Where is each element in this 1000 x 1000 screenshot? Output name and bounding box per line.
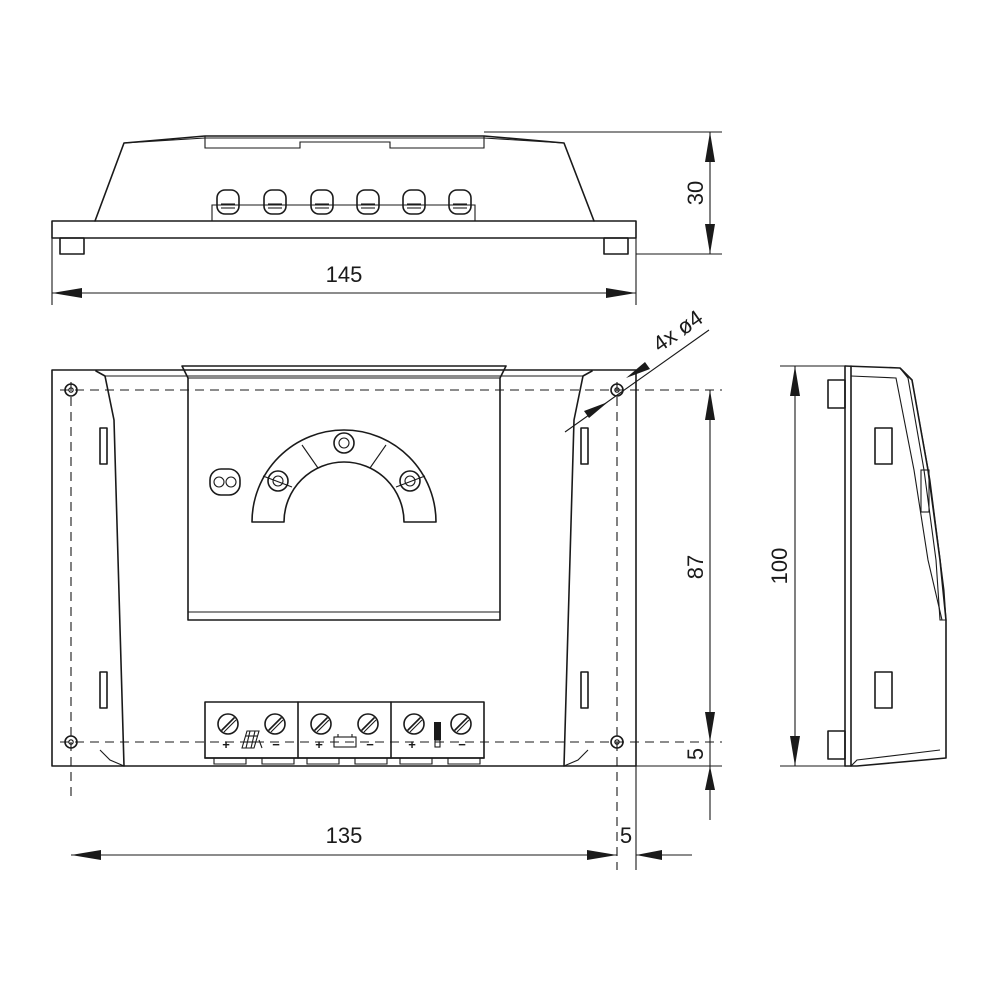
load-minus-label: − [458,737,466,752]
side-offset-label: 5 [620,823,632,848]
solar-plus-screw [217,713,239,735]
battery-plus-screw [310,713,332,735]
led-arc [251,429,437,523]
led-indicator-left [267,470,289,492]
hole-horizontal-spacing-label: 135 [326,823,363,848]
battery-icon [333,734,357,748]
dimension-side-offset: 5 [620,766,692,870]
hole-vertical-spacing-label: 87 [683,555,708,579]
dimension-hole-edge-offset: 5 [636,742,722,820]
lamp-icon [434,722,441,748]
dimension-height: 30 [484,131,722,255]
led-indicator-center [333,432,355,454]
load-plus-label: + [408,737,416,752]
foot-right [603,237,629,255]
battery-minus-label: − [366,737,374,752]
side-foot-top [827,379,846,409]
solar-panel-icon [241,730,263,749]
front-view: + − + − [51,305,722,870]
hole-callout: 4x ø4 [564,305,710,433]
side-slot-top [874,427,893,465]
terminal-load: + − [403,713,472,752]
base-plate [51,220,637,239]
display-panel [181,365,507,621]
solar-minus-label: − [272,737,280,752]
terminal-block: + − + − [204,701,485,765]
dimension-hole-horizontal-spacing: 135 [71,823,617,860]
solar-minus-screw [264,713,286,735]
side-view: 100 [767,365,947,767]
terminal-battery: + − [310,713,379,752]
side-foot-bottom [827,730,846,760]
dimension-hole-vertical-spacing: 87 [683,390,715,742]
dimension-depth: 100 [767,365,845,767]
slot-upper-right [580,427,589,465]
housing-left-edge [95,370,125,767]
side-slot-bottom [874,671,893,709]
total-width-label: 145 [326,262,363,287]
side-edge-detail [920,469,930,513]
load-plus-screw [403,713,425,735]
solar-plus-label: + [222,737,230,752]
foot-left [59,237,85,255]
terminal-solar: + − [217,713,286,752]
depth-label: 100 [767,548,792,585]
height-label: 30 [683,181,708,205]
terminal-screw-row [216,189,472,215]
top-view: 30 145 [51,131,722,305]
push-button [209,468,241,496]
side-housing [844,365,947,767]
housing-outline [94,135,595,222]
slot-upper-left [99,427,108,465]
load-minus-screw [450,713,472,735]
dimension-total-width: 145 [51,238,637,305]
hole-edge-offset-label: 5 [683,748,708,760]
slot-lower-left [99,671,108,709]
base-outline [51,369,637,767]
battery-minus-screw [357,713,379,735]
housing-right-edge [563,370,593,767]
led-indicator-right [399,470,421,492]
hole-callout-label: 4x ø4 [648,305,707,357]
slot-lower-right [580,671,589,709]
battery-plus-label: + [315,737,323,752]
